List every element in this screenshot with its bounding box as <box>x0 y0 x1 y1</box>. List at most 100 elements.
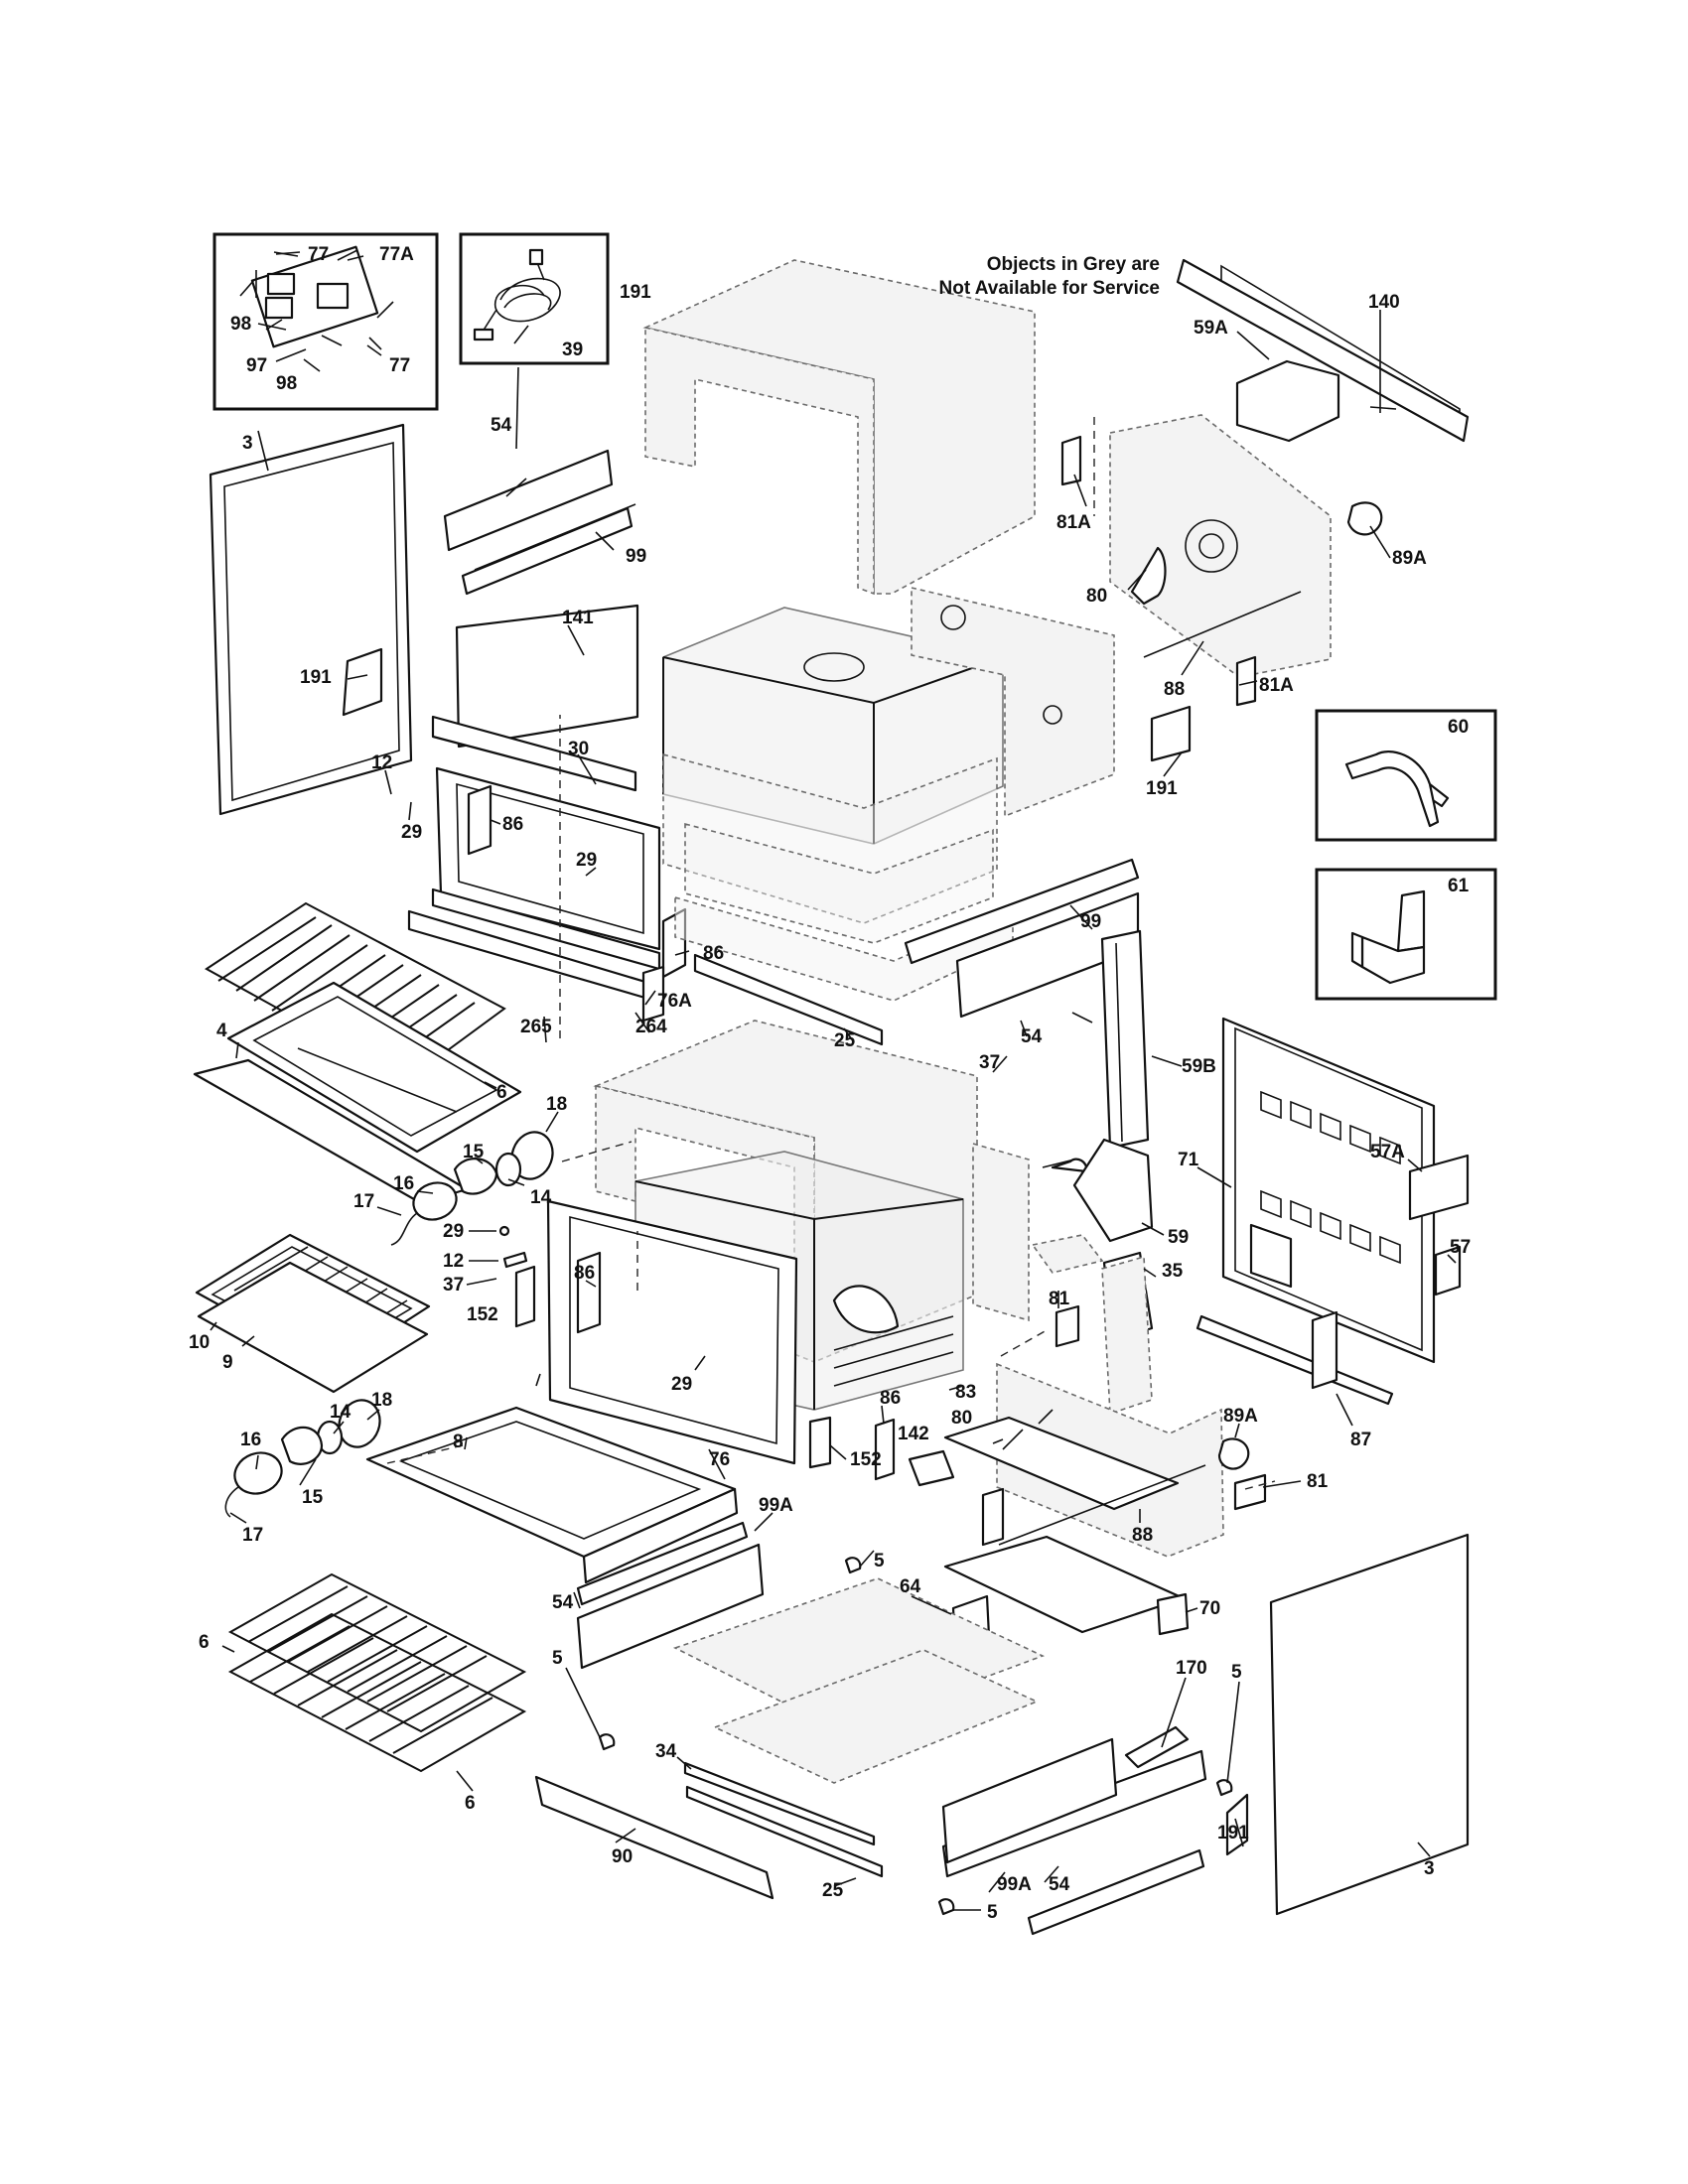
note-line-2: Not Available for Service <box>939 278 1160 299</box>
rear-upper-panel <box>1060 258 1470 762</box>
upper-door-frame <box>407 604 687 1023</box>
inset-power-cord <box>459 232 610 365</box>
part-label: 6 <box>496 1082 507 1103</box>
alignment-lines <box>386 417 1276 1490</box>
lower-light-assembly <box>224 1399 381 1518</box>
part-label: 54 <box>1021 1026 1043 1047</box>
part-label: 29 <box>671 1374 692 1395</box>
part-label: 54 <box>491 415 512 436</box>
part-label: 25 <box>834 1030 856 1051</box>
part-label: 141 <box>562 608 594 628</box>
part-label: 5 <box>552 1648 563 1669</box>
vent-duct <box>1072 929 1154 1416</box>
part-label: 81A <box>1259 675 1294 696</box>
part-label: 4 <box>216 1021 227 1041</box>
part-label: 8 <box>453 1432 464 1452</box>
part-label: 89A <box>1223 1406 1258 1427</box>
inset-bracket-61 <box>1315 868 1497 1001</box>
part-label: 140 <box>1368 292 1400 313</box>
part-label: 10 <box>189 1332 210 1353</box>
part-label: 99 <box>626 546 646 567</box>
part-label: 5 <box>1231 1662 1242 1683</box>
part-label: 9 <box>222 1352 233 1373</box>
part-label: 99A <box>997 1874 1032 1895</box>
part-label: 59 <box>1168 1227 1189 1248</box>
part-label: 71 <box>1178 1150 1199 1170</box>
part-label: 83 <box>955 1382 976 1403</box>
part-label: 60 <box>1448 717 1469 738</box>
part-label: 97 <box>246 355 267 376</box>
part-label: 81 <box>1049 1289 1070 1309</box>
part-label: 29 <box>576 850 597 871</box>
part-label: 152 <box>467 1304 498 1325</box>
part-label: 264 <box>635 1017 667 1037</box>
part-label: 76A <box>657 991 692 1012</box>
upper-oven-cavity <box>662 586 1115 944</box>
part-label: 81 <box>1307 1471 1329 1492</box>
part-label: 88 <box>1164 679 1185 700</box>
upper-oven-wrapper <box>642 259 1036 596</box>
part-label: 59B <box>1182 1056 1216 1077</box>
part-label: 170 <box>1176 1658 1207 1679</box>
lower-base-assembly <box>534 1521 1249 1936</box>
part-label: 17 <box>353 1191 374 1212</box>
part-label: 80 <box>951 1408 972 1429</box>
part-label: 89A <box>1392 548 1427 569</box>
part-label: 16 <box>240 1430 261 1450</box>
part-label: 15 <box>463 1142 485 1162</box>
part-label: 12 <box>371 752 392 773</box>
part-label: 191 <box>1146 778 1178 799</box>
part-label: 87 <box>1350 1430 1371 1450</box>
part-label: 3 <box>1424 1858 1435 1879</box>
left-side-panel <box>209 423 413 816</box>
part-label: 152 <box>850 1449 882 1470</box>
part-label: 86 <box>880 1388 901 1409</box>
part-label: 6 <box>465 1793 476 1814</box>
part-label: 77 <box>389 355 410 376</box>
part-label: 191 <box>620 282 651 303</box>
part-label: 64 <box>900 1576 921 1597</box>
part-label: 6 <box>199 1632 210 1653</box>
part-label: 99A <box>759 1495 793 1516</box>
part-label: 86 <box>574 1263 595 1284</box>
part-label: 37 <box>979 1052 1000 1073</box>
right-side-panel <box>1269 1533 1470 1916</box>
part-label: 25 <box>822 1880 844 1901</box>
part-label: 191 <box>300 667 332 688</box>
part-label: 35 <box>1162 1261 1184 1282</box>
part-label: 15 <box>302 1487 324 1508</box>
part-label: 77A <box>379 244 414 265</box>
part-label: 99 <box>1080 911 1101 932</box>
part-label: 90 <box>612 1846 633 1867</box>
part-label: 5 <box>874 1551 885 1571</box>
part-label: 30 <box>568 739 589 759</box>
part-label: 191 <box>1217 1823 1249 1843</box>
part-labels: 77 77A 98 97 98 77 39 191 140 59A 3 54 9… <box>189 244 1471 1923</box>
part-label: 265 <box>520 1017 552 1037</box>
leader-lines <box>210 251 1457 1911</box>
rear-lower-panel <box>1196 1017 1470 1406</box>
lower-door-frame <box>514 1199 896 1481</box>
part-label: 3 <box>242 433 253 454</box>
part-label: 37 <box>443 1275 464 1296</box>
part-label: 5 <box>987 1902 998 1923</box>
upper-side-rails <box>443 449 636 596</box>
lower-oven-racks <box>227 1572 527 1773</box>
part-label: 77 <box>308 244 329 265</box>
part-label: 29 <box>443 1221 464 1242</box>
part-label: 39 <box>562 340 583 360</box>
part-label: 54 <box>1049 1874 1070 1895</box>
part-label: 59A <box>1194 318 1228 339</box>
lower-broil-pan <box>195 1233 431 1394</box>
upper-light-assembly <box>390 1131 554 1269</box>
part-label: 16 <box>393 1173 414 1194</box>
part-label: 142 <box>898 1424 929 1444</box>
part-label: 54 <box>552 1592 574 1613</box>
part-label: 70 <box>1199 1598 1220 1619</box>
note-line-1: Objects in Grey are <box>987 254 1160 275</box>
part-label: 61 <box>1448 876 1470 896</box>
part-label: 18 <box>371 1390 392 1411</box>
inset-control-board <box>212 232 439 411</box>
part-label: 57A <box>1370 1142 1405 1162</box>
